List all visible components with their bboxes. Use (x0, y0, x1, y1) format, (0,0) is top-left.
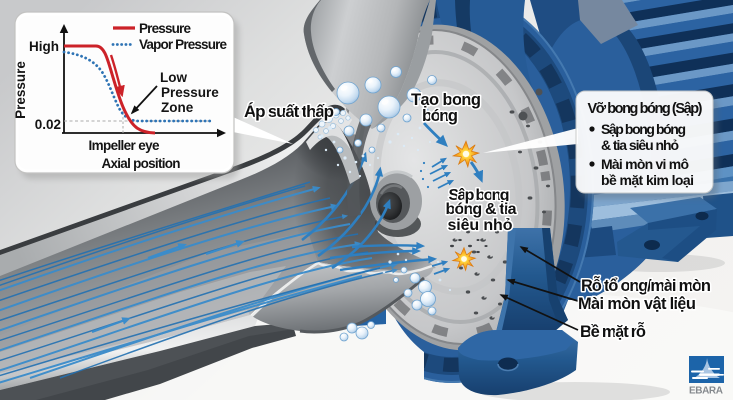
svg-text:Pressure: Pressure (161, 85, 219, 100)
svg-text:& tia siêu nhỏ: & tia siêu nhỏ (601, 137, 679, 153)
svg-text:Vỡ bong bóng (Sập): Vỡ bong bóng (Sập) (588, 101, 703, 117)
svg-text:Sập bong: Sập bong (449, 187, 510, 204)
svg-text:Mài mòn vật liệu: Mài mòn vật liệu (578, 295, 696, 313)
svg-text:siêu nhỏ: siêu nhỏ (448, 217, 513, 234)
svg-text:Pressure: Pressure (13, 61, 28, 119)
svg-text:Mài mòn vi mô: Mài mòn vi mô (601, 156, 689, 172)
svg-text:Pressure: Pressure (139, 21, 191, 36)
svg-text:Tạo bong: Tạo bong (411, 91, 481, 109)
svg-text:bóng: bóng (422, 107, 458, 125)
svg-text:Rỗ tổ ong/mài mòn: Rỗ tổ ong/mài mòn (581, 276, 711, 295)
svg-text:Bề mặt rỗ: Bề mặt rỗ (580, 322, 646, 341)
svg-text:bóng & tia: bóng & tia (446, 201, 517, 218)
svg-text:High: High (29, 39, 59, 54)
svg-text:bề mặt kim loại: bề mặt kim loại (601, 172, 694, 188)
svg-text:0.02: 0.02 (35, 117, 61, 132)
svg-text:Áp suất thấp: Áp suất thấp (244, 102, 334, 121)
svg-text:Axial position: Axial position (102, 156, 181, 171)
svg-text:Impeller eye: Impeller eye (89, 138, 160, 153)
svg-text:Vapor Pressure: Vapor Pressure (139, 37, 227, 52)
svg-text:Low: Low (160, 70, 187, 85)
svg-text:EBARA: EBARA (689, 386, 724, 397)
svg-text:Zone: Zone (161, 100, 194, 115)
svg-text:Sập bong bóng: Sập bong bóng (601, 121, 686, 137)
